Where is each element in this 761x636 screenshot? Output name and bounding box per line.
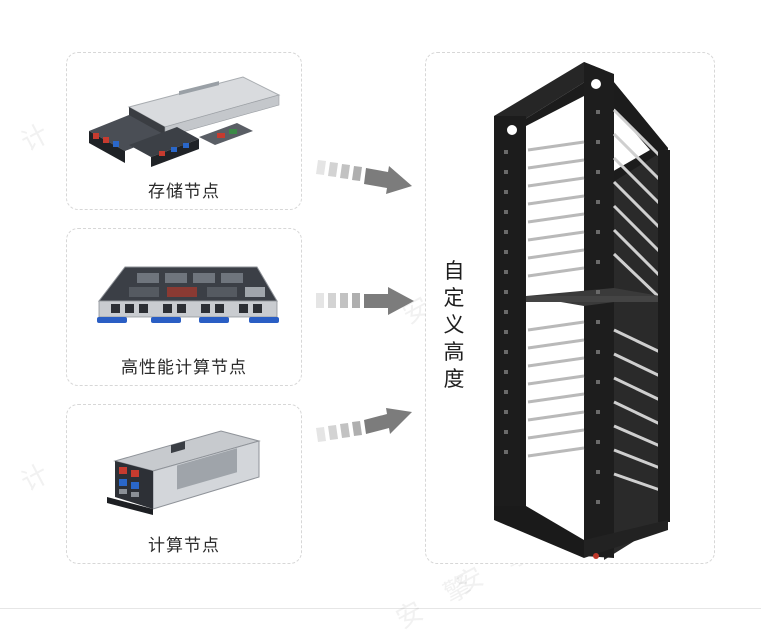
label-char: 高 (443, 340, 465, 364)
custom-height-label: 自 定 义 高 度 (442, 258, 466, 393)
hpc-server-icon (97, 266, 279, 323)
label-char: 义 (443, 313, 465, 337)
bottom-divider (0, 608, 761, 609)
label-char: 定 (443, 286, 465, 310)
arrow-icon (316, 408, 412, 442)
label-char: 自 (443, 259, 465, 283)
arrow-icon (316, 287, 414, 315)
label-char: 度 (443, 367, 465, 391)
compute-node-card: 计算节点 (66, 404, 302, 564)
compute-node-label: 计算节点 (148, 536, 220, 556)
storage-node-card: 存储节点 (66, 52, 302, 210)
storage-server-icon (89, 76, 281, 167)
compute-server-icon (107, 430, 261, 515)
hpc-node-card: 高性能计算节点 (66, 228, 302, 386)
arrow-icon (316, 160, 412, 194)
hpc-node-label: 高性能计算节点 (121, 358, 247, 378)
storage-node-label: 存储节点 (148, 182, 220, 202)
